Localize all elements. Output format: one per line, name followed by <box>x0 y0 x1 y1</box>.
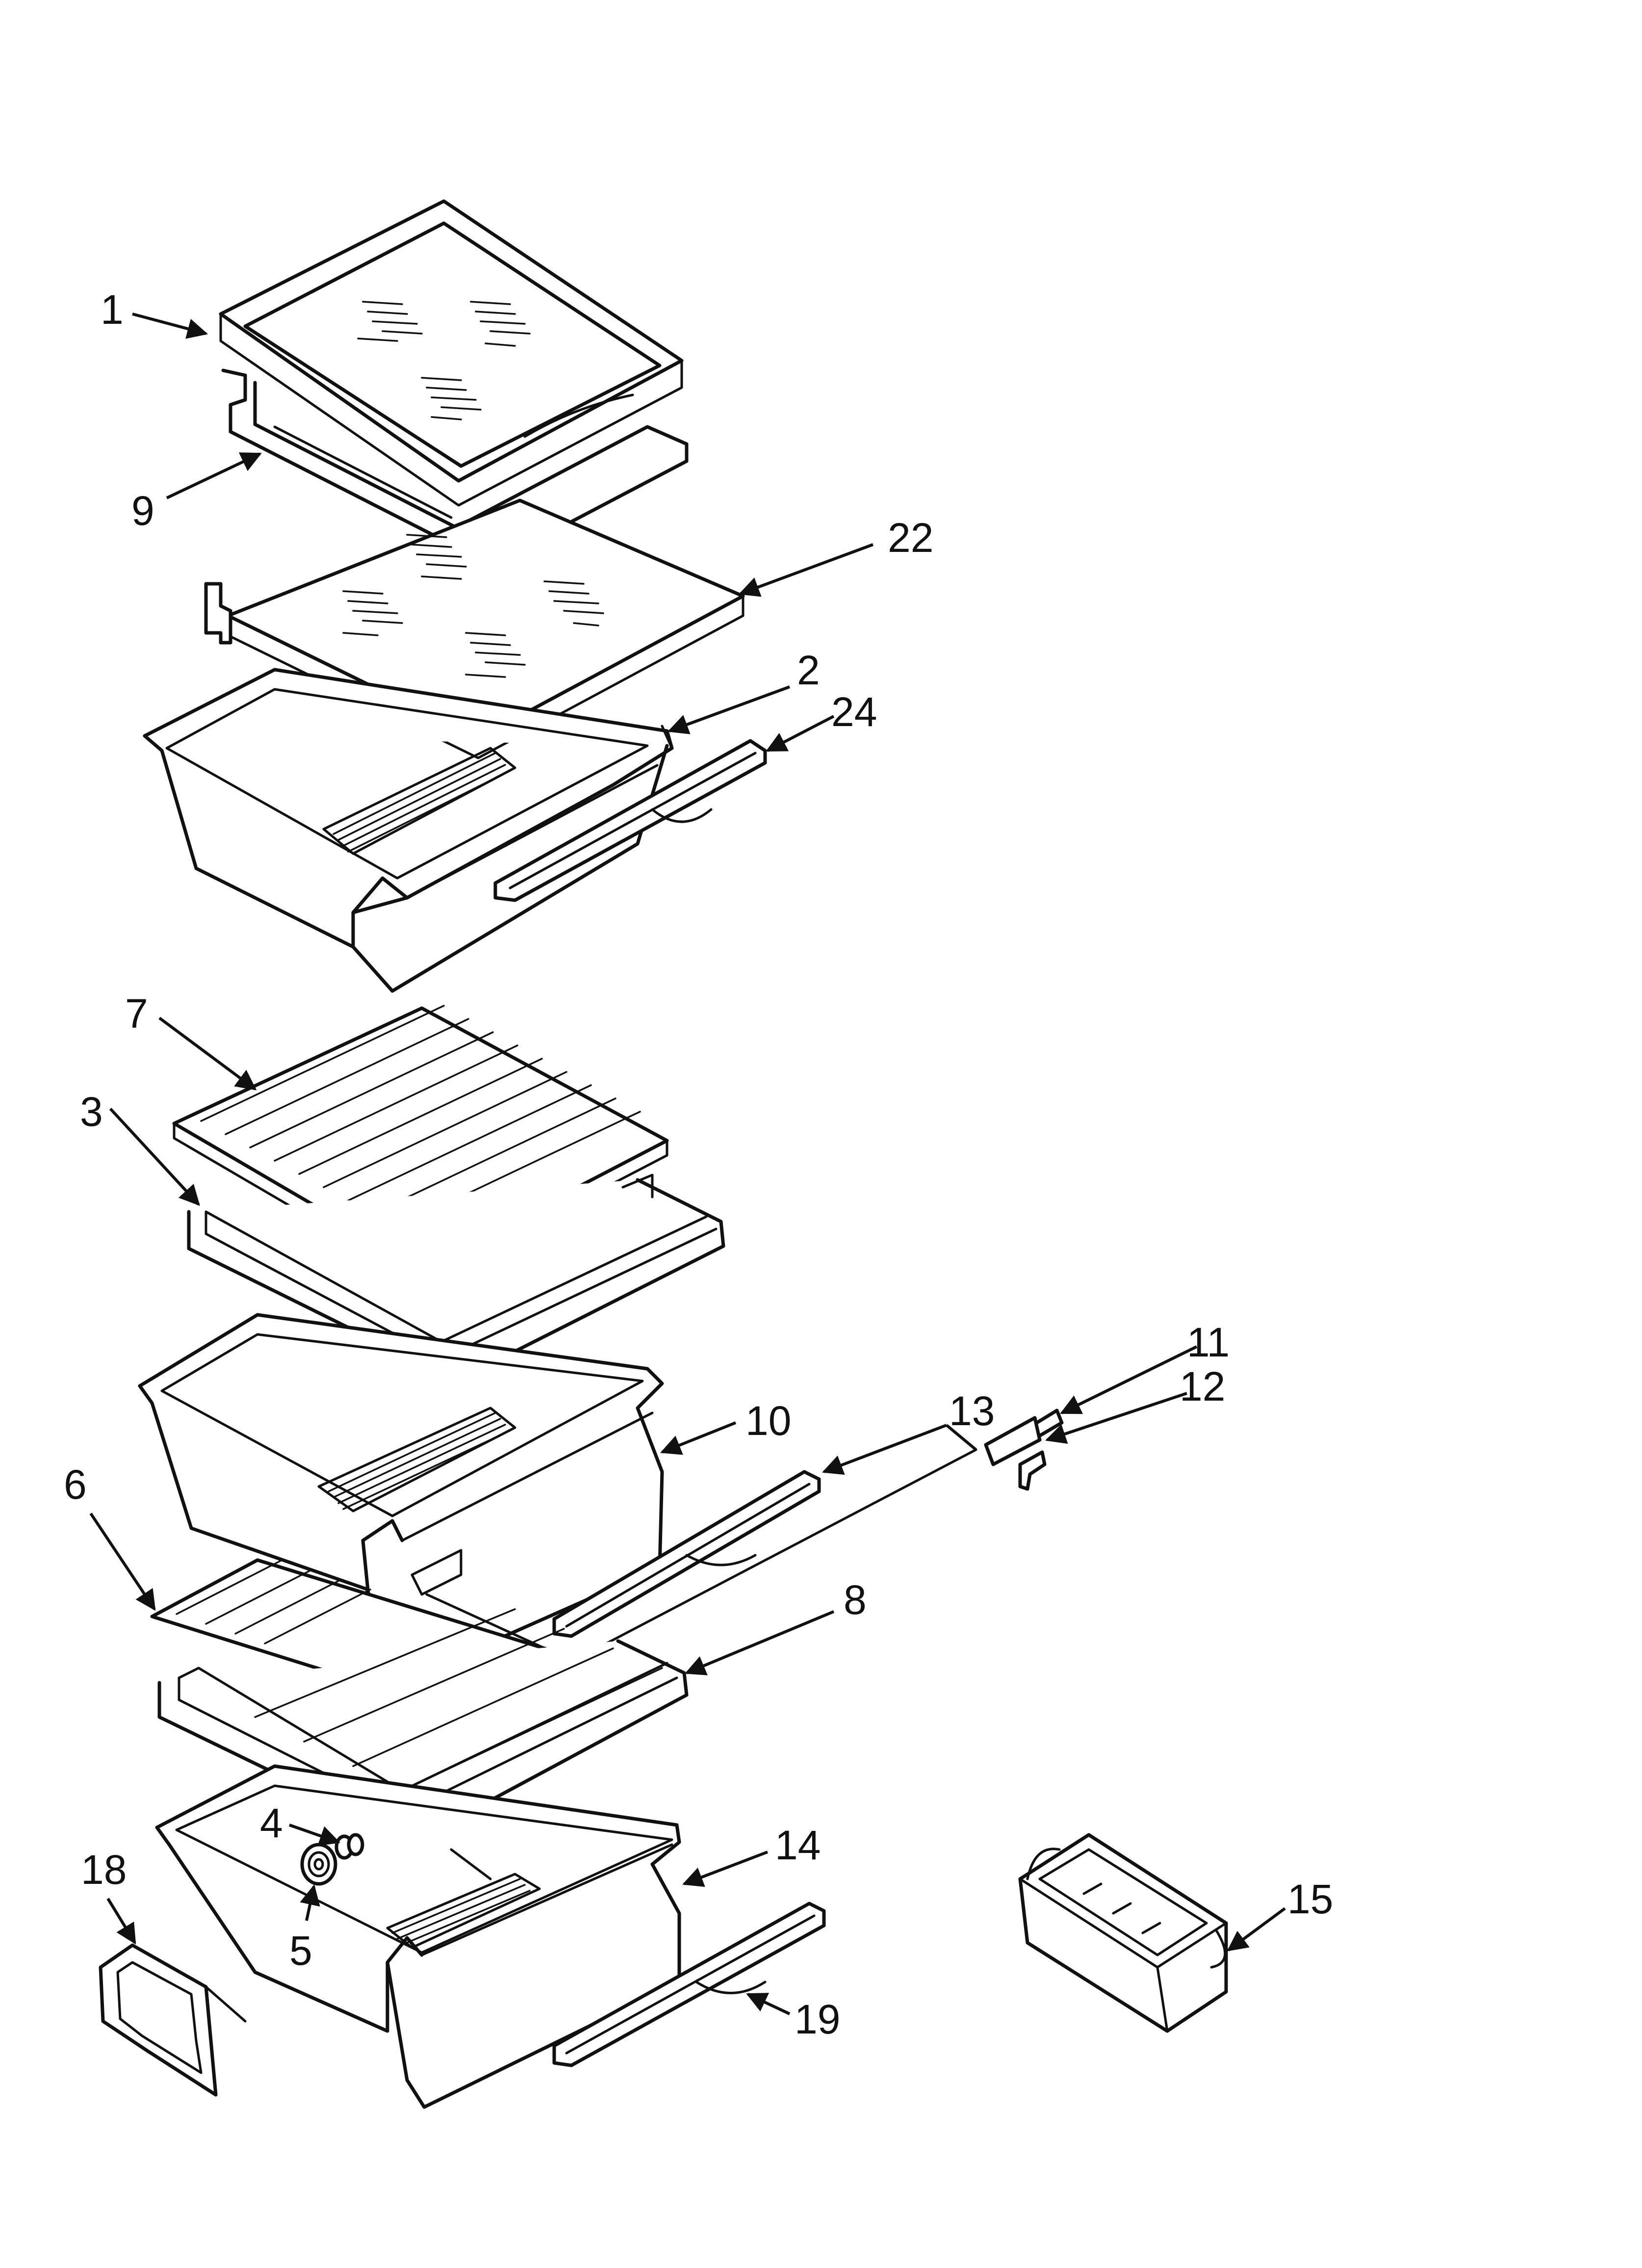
leader-2 <box>667 685 791 734</box>
callout-15: 15 <box>1287 1876 1333 1922</box>
callout-3: 3 <box>80 1089 103 1135</box>
leader-18 <box>106 1898 136 1945</box>
callout-7: 7 <box>125 991 148 1037</box>
leader-8 <box>685 1610 835 1675</box>
leader-10 <box>660 1421 737 1455</box>
part-14-lower-crisper-drawer <box>155 1764 681 2109</box>
leader-1 <box>132 313 208 339</box>
callout-24: 24 <box>831 689 877 735</box>
part-19-drawer-handle <box>552 1902 826 2067</box>
leader-19 <box>746 1993 791 2015</box>
callout-2: 2 <box>797 647 820 693</box>
callout-11: 11 <box>1187 1319 1230 1365</box>
callout-8: 8 <box>844 1577 867 1623</box>
part-24-drawer-handle <box>493 739 767 902</box>
leader-11 <box>1060 1345 1198 1414</box>
callout-10: 10 <box>745 1398 791 1444</box>
callout-labels: 1 9 22 2 24 7 3 11 12 13 10 6 8 4 14 18 … <box>64 287 1333 2042</box>
leader-7 <box>158 1017 257 1091</box>
callout-12: 12 <box>1180 1363 1225 1409</box>
leader-9 <box>166 452 262 499</box>
part-1-upper-glass-shelf <box>219 199 684 507</box>
callout-1: 1 <box>101 287 124 333</box>
leader-5 <box>300 1884 320 1921</box>
part-15-storage-bin <box>1018 1833 1228 2033</box>
leader-15 <box>1227 1907 1286 1952</box>
leader-12 <box>1045 1392 1187 1444</box>
leader-6 <box>89 1512 156 1611</box>
leader-24 <box>766 715 835 752</box>
part-9-shelf-frame <box>221 368 689 566</box>
leader-3 <box>109 1107 200 1206</box>
part-10-middle-crisper-drawer <box>138 1313 664 1685</box>
leader-4 <box>289 1824 340 1846</box>
callout-5: 5 <box>289 1928 312 1974</box>
part-2-upper-crisper-drawer <box>143 668 674 993</box>
callout-22: 22 <box>888 515 933 561</box>
callout-19: 19 <box>795 1996 840 2042</box>
leader-14 <box>682 1851 769 1887</box>
callout-13: 13 <box>949 1388 995 1434</box>
part-5-humidity-knob <box>300 1843 337 1886</box>
leader-13 <box>824 1424 977 1472</box>
callout-6: 6 <box>64 1461 87 1508</box>
callout-leaders <box>89 313 1286 2015</box>
callout-4: 4 <box>260 1800 283 1846</box>
callout-18: 18 <box>81 1847 127 1893</box>
leader-22 <box>739 543 874 597</box>
part-4-spacer <box>334 1833 364 1860</box>
part-12-clip <box>984 1416 1047 1491</box>
callout-14: 14 <box>775 1822 821 1868</box>
part-18-label-panel <box>99 1943 247 2097</box>
callout-9: 9 <box>131 488 154 534</box>
